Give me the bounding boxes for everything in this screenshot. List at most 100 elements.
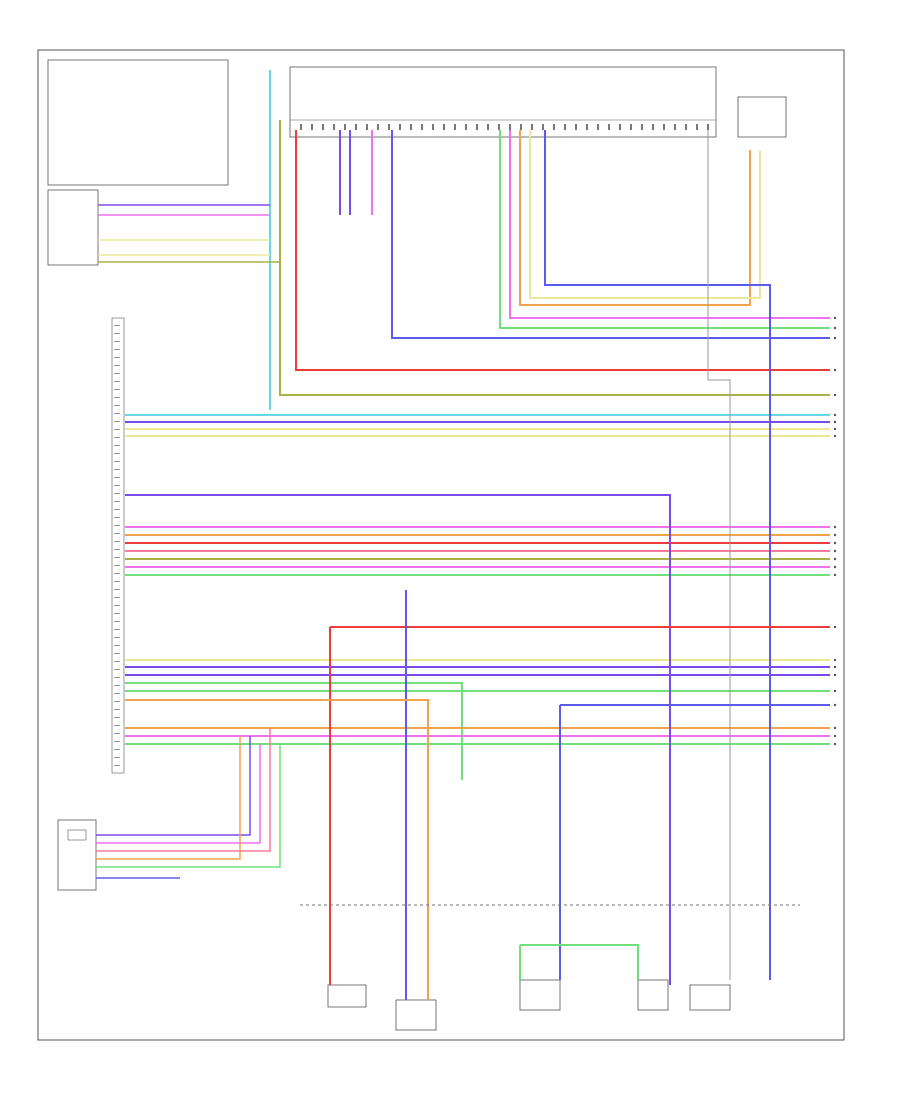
wire-yellow-top (529, 130, 761, 299)
rail-terminal (833, 665, 837, 669)
connector-pin (586, 124, 588, 130)
engine-control-module (111, 317, 125, 774)
connector-pin (685, 124, 687, 130)
connector-pin (564, 124, 566, 130)
ecm-pin (114, 709, 120, 710)
connector-pin (399, 124, 401, 130)
rail-terminal (833, 420, 837, 424)
connector-pin (619, 124, 621, 130)
ecm-pin (114, 397, 120, 398)
ecm-pin (114, 469, 120, 470)
rail-terminal (833, 533, 837, 537)
wire-gray-right (707, 130, 731, 980)
ecm-pin (114, 501, 120, 502)
ecm-pin (114, 741, 120, 742)
bottom-component-2 (395, 999, 437, 1031)
connector-pin (597, 124, 599, 130)
ecm-pin (114, 525, 120, 526)
connector-pin (432, 124, 434, 130)
connector-pin (498, 124, 500, 130)
ecm-pin (114, 429, 120, 430)
rail-terminal (833, 673, 837, 677)
connector-pin (421, 124, 423, 130)
connector-pin (476, 124, 478, 130)
ecm-pin (114, 437, 120, 438)
ecm-pin (114, 373, 120, 374)
wire-red-top (295, 130, 830, 371)
ecm-pin (114, 573, 120, 574)
wire-ll-5 (96, 744, 281, 868)
ecm-pin (114, 581, 120, 582)
rail-terminal (833, 368, 837, 372)
ecm-pin (114, 613, 120, 614)
ecm-pin (114, 637, 120, 638)
connector-pin (344, 124, 346, 130)
rail-terminal (833, 565, 837, 569)
connector-pin (465, 124, 467, 130)
connector-pin (311, 124, 313, 130)
rail-terminal (833, 625, 837, 629)
connector-pin (322, 124, 324, 130)
pin-markers (114, 124, 837, 766)
ecm-pin (114, 541, 120, 542)
ecm-pin (114, 677, 120, 678)
wire-ll-4 (96, 736, 241, 860)
ecm-pin (114, 517, 120, 518)
body-control-module (47, 59, 229, 186)
rail-terminal (833, 573, 837, 577)
ecm-pin (114, 733, 120, 734)
ecm-pin (114, 557, 120, 558)
ecm-pin (114, 597, 120, 598)
ecm-pin (114, 621, 120, 622)
ecm-pin (114, 445, 120, 446)
bottom-component-5 (689, 984, 731, 1011)
ecm-pin (114, 693, 120, 694)
ecm-pin (114, 765, 120, 766)
ecm-pin (114, 533, 120, 534)
rail-terminal (833, 541, 837, 545)
wire-magenta-top (509, 130, 830, 319)
ecm-pin (114, 453, 120, 454)
diagram-frame (37, 49, 845, 1041)
connector-pin (487, 124, 489, 130)
ecm-pin (114, 485, 120, 486)
connector-pin (410, 124, 412, 130)
rail-terminal (833, 549, 837, 553)
rail-terminal (833, 726, 837, 730)
wire-blue-right (544, 130, 771, 980)
rail-terminal (833, 393, 837, 397)
rail-terminal (833, 316, 837, 320)
ecm-pin (114, 749, 120, 750)
bottom-component-1 (327, 984, 367, 1008)
connector-pin (443, 124, 445, 130)
lower-left-module-inner (67, 829, 87, 841)
rail-terminal (833, 413, 837, 417)
ecm-pin (114, 381, 120, 382)
connector-pin (652, 124, 654, 130)
ecm-pin (114, 629, 120, 630)
bcm-connector-box (47, 189, 99, 266)
connector-pin (355, 124, 357, 130)
ecm-pin (114, 565, 120, 566)
rail-terminal (833, 434, 837, 438)
ecm-pin (114, 493, 120, 494)
ecm-pin (114, 661, 120, 662)
ecm-pin (114, 357, 120, 358)
connector-pin (333, 124, 335, 130)
ecm-pin (114, 757, 120, 758)
ecm-pin (114, 333, 120, 334)
wire-orange-drop (125, 699, 429, 1000)
lower-left-module (57, 819, 97, 891)
bottom-component-4 (637, 979, 669, 1011)
connector-pin (575, 124, 577, 130)
connector-pin (377, 124, 379, 130)
ecm-pin (114, 461, 120, 462)
connector-pin (663, 124, 665, 130)
rail-terminal (833, 734, 837, 738)
rail-terminal (833, 557, 837, 561)
wire-harness (96, 70, 830, 1000)
connector-pin (520, 124, 522, 130)
wire-purple-lower (125, 494, 671, 985)
ecm-pin (114, 509, 120, 510)
connector-pin (696, 124, 698, 130)
